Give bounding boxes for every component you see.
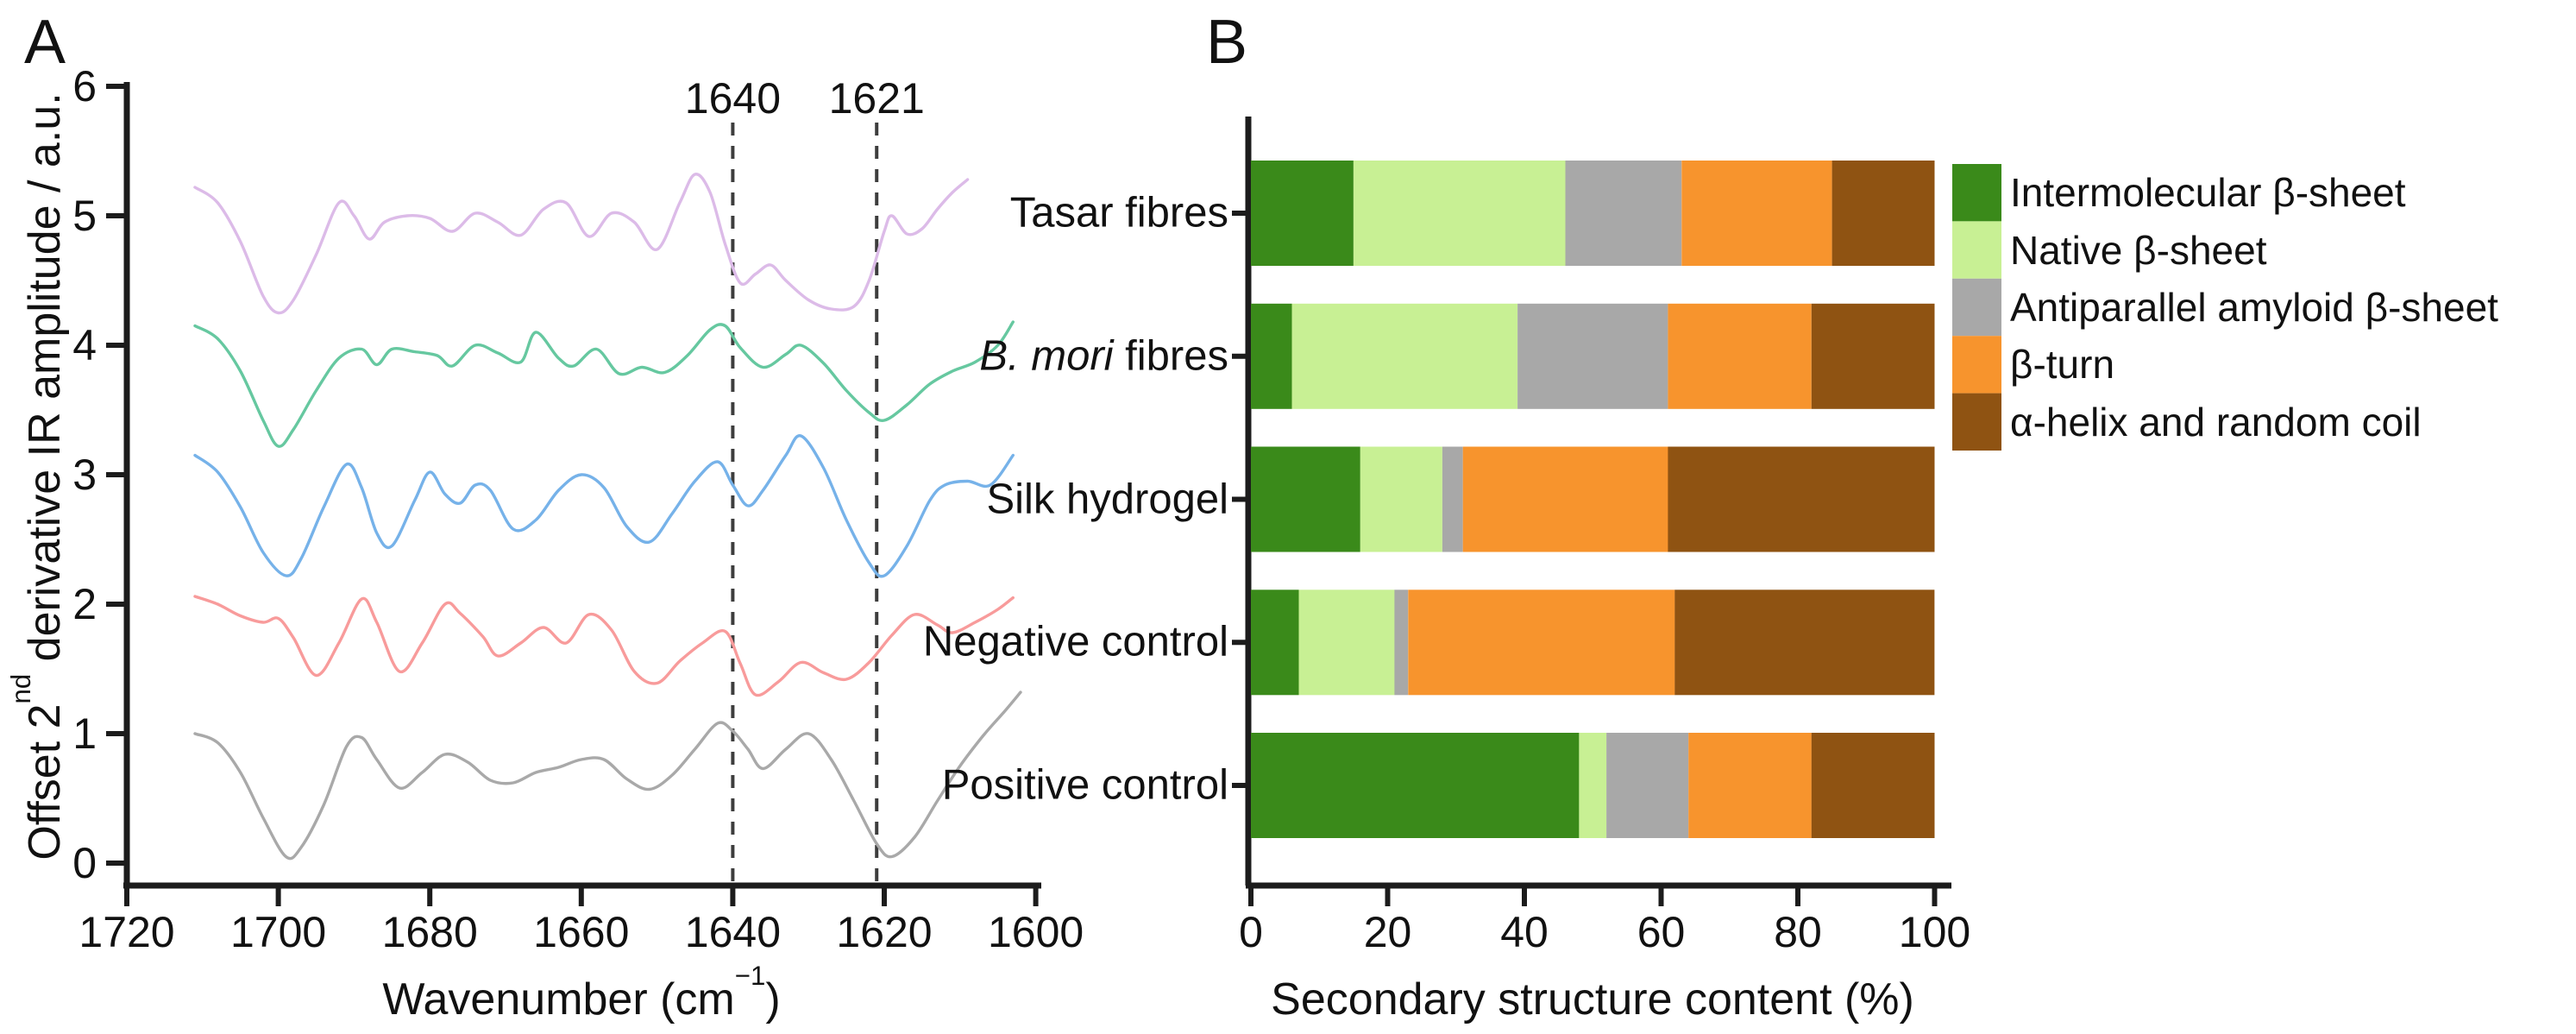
panel-b-x-tick-label: 40 — [1500, 908, 1549, 956]
bar-segment-negative-control-antiparallel-amyloid-sheet — [1394, 590, 1409, 696]
bar-segment-positive-control-intermolecular-sheet — [1251, 733, 1580, 838]
legend-label-antiparallel-amyloid-sheet: Antiparallel amyloid β-sheet — [2010, 285, 2498, 330]
bar-segment-negative-control-helix-and-random-coil — [1674, 590, 1935, 696]
y-axis-title-text-cont: derivative IR amplitude / a.u. — [20, 92, 70, 674]
legend-label-turn: β-turn — [2010, 342, 2115, 388]
bar-segment-b-mori-fibres-native-sheet — [1291, 303, 1517, 409]
panel-a-x-tick-label: 1620 — [836, 908, 933, 956]
panel-a-y-tick-label: 5 — [72, 192, 97, 240]
bar-segment-positive-control-helix-and-random-coil — [1811, 733, 1935, 838]
panel-a-y-tick-label: 1 — [72, 709, 97, 758]
legend-swatch-helix-and-random-coil — [1952, 393, 2001, 451]
legend-swatch-turn — [1952, 336, 2001, 394]
category-label-negative-control: Negative control — [922, 618, 1228, 665]
panel-a-x-tick-label: 1720 — [79, 908, 175, 956]
panel-b-x-tick-label: 0 — [1239, 908, 1263, 956]
panel-a-y-axis-title: Offset 2nd derivative IR amplitude / a.u… — [6, 92, 71, 861]
bar-segment-silk-hydrogel-turn — [1462, 446, 1668, 552]
x-axis-title-text-cont: ) — [765, 974, 781, 1025]
panel-a-x-tick-label: 1600 — [987, 908, 1084, 956]
bar-segment-tasar-fibres-native-sheet — [1353, 161, 1566, 266]
y-axis-title-superscript: nd — [6, 673, 37, 704]
bar-segment-negative-control-turn — [1408, 590, 1675, 696]
ir-spectrum-curve-tasar-fibres — [193, 173, 970, 315]
legend-label-intermolecular-sheet: Intermolecular β-sheet — [2010, 170, 2406, 216]
legend-swatch-intermolecular-sheet — [1952, 164, 2001, 222]
panel-a-x-tick-label: 1680 — [381, 908, 478, 956]
legend-label-helix-and-random-coil: α-helix and random coil — [2010, 399, 2422, 444]
annotation-label-1640: 1640 — [684, 74, 782, 123]
panel-b-x-tick-label: 100 — [1898, 908, 1971, 956]
panel-a-y-tick-label: 6 — [72, 62, 97, 110]
panel-a-x-tick-label: 1640 — [684, 908, 782, 956]
bar-segment-positive-control-turn — [1688, 733, 1812, 838]
panel-a-x-tick-label: 1700 — [229, 908, 327, 956]
bar-segment-negative-control-native-sheet — [1298, 590, 1395, 696]
bar-segment-negative-control-intermolecular-sheet — [1251, 590, 1299, 696]
bar-segment-silk-hydrogel-antiparallel-amyloid-sheet — [1442, 446, 1463, 552]
y-axis-title-text: Offset 2 — [20, 703, 70, 861]
bar-segment-tasar-fibres-helix-and-random-coil — [1831, 161, 1935, 266]
ir-spectrum-curve-negative-control — [193, 595, 1015, 697]
legend-swatch-antiparallel-amyloid-sheet — [1952, 278, 2001, 337]
bar-segment-b-mori-fibres-turn — [1668, 303, 1812, 409]
panel-b-letter: B — [1206, 8, 1248, 77]
bar-segment-positive-control-native-sheet — [1579, 733, 1607, 838]
legend-swatch-native-sheet — [1952, 221, 2001, 279]
bar-segment-tasar-fibres-antiparallel-amyloid-sheet — [1565, 161, 1682, 266]
panel-b-x-tick-label: 20 — [1363, 908, 1412, 956]
panel-a-y-tick-label: 2 — [72, 580, 97, 628]
panel-a-letter: A — [24, 8, 66, 77]
ir-spectrum-curve-b-mori-fibres — [193, 320, 1015, 448]
panel-a-y-tick-label: 3 — [72, 451, 97, 499]
ir-spectrum-curve-positive-control — [193, 690, 1022, 861]
x-axis-title-superscript: −1 — [734, 961, 766, 992]
panel-a-y-tick-label: 0 — [72, 839, 97, 887]
bar-segment-b-mori-fibres-intermolecular-sheet — [1251, 303, 1292, 409]
panel-b-x-tick-label: 80 — [1774, 908, 1822, 956]
panel-b-x-tick-label: 60 — [1637, 908, 1686, 956]
panel-a-x-tick-label: 1660 — [533, 908, 630, 956]
annotation-label-1621: 1621 — [828, 74, 925, 123]
category-label-positive-control: Positive control — [941, 761, 1228, 809]
category-label-b-mori-fibres: B. mori fibres — [979, 332, 1228, 380]
bar-segment-positive-control-antiparallel-amyloid-sheet — [1606, 733, 1689, 838]
panel-a-y-tick-label: 4 — [72, 321, 97, 369]
bar-segment-silk-hydrogel-native-sheet — [1360, 446, 1442, 552]
category-label-silk-hydrogel: Silk hydrogel — [986, 476, 1228, 522]
bar-segment-b-mori-fibres-helix-and-random-coil — [1811, 303, 1935, 409]
bar-segment-tasar-fibres-turn — [1681, 161, 1832, 266]
bar-segment-silk-hydrogel-intermolecular-sheet — [1251, 446, 1360, 552]
ir-spectrum-curve-silk-hydrogel — [193, 434, 1015, 578]
bar-segment-tasar-fibres-intermolecular-sheet — [1251, 161, 1354, 266]
category-label-tasar-fibres: Tasar fibres — [1009, 189, 1228, 236]
bar-segment-b-mori-fibres-antiparallel-amyloid-sheet — [1517, 303, 1668, 409]
bar-segment-silk-hydrogel-helix-and-random-coil — [1668, 446, 1935, 552]
panel-b-x-axis-title: Secondary structure content (%) — [1271, 974, 1914, 1025]
x-axis-title-text: Wavenumber (cm — [382, 974, 735, 1025]
panel-a-x-axis-title: Wavenumber (cm−1) — [382, 961, 781, 1025]
category-label-b-mori-fibres-italic: B. mori — [979, 332, 1114, 380]
legend-label-native-sheet: Native β-sheet — [2010, 227, 2267, 273]
